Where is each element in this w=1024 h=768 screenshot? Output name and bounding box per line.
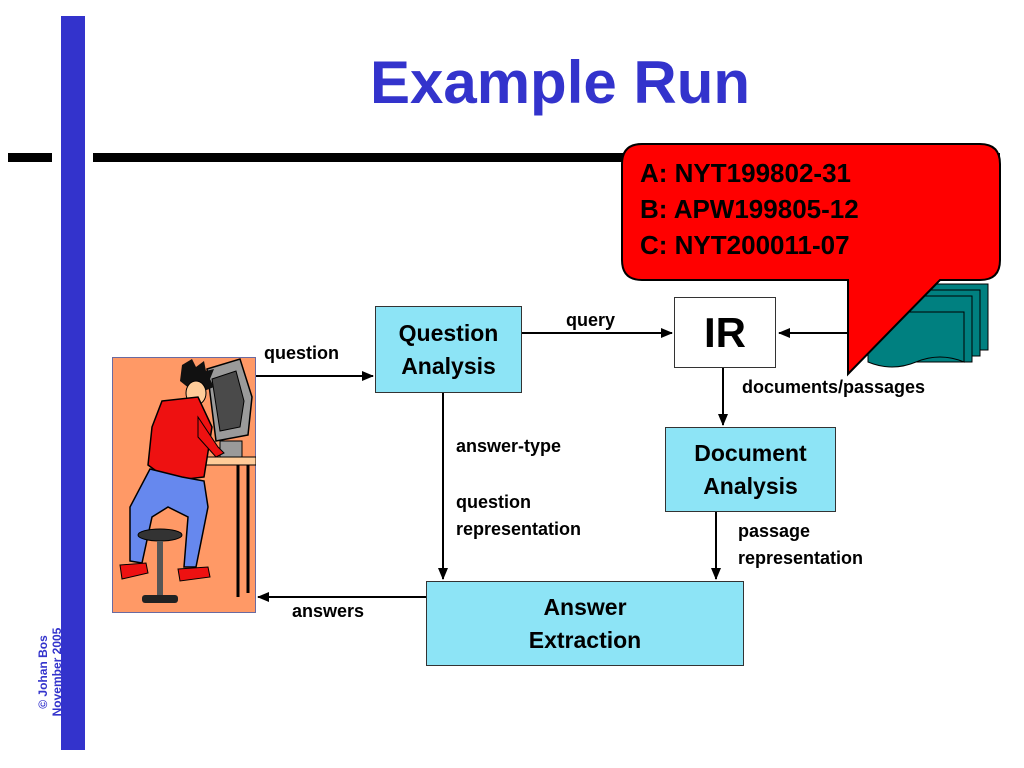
answer-extraction-line1: Answer (529, 591, 641, 624)
label-passage-representation-1: passage (738, 518, 810, 545)
label-passage-representation-2: representation (738, 545, 863, 572)
callout-line-c: C: NYT200011-07 (640, 227, 859, 263)
label-answer-type: answer-type (456, 433, 561, 460)
label-question: question (264, 340, 339, 367)
document-analysis-box: Document Analysis (665, 427, 836, 512)
ir-label: IR (704, 309, 746, 357)
label-documents-passages: documents/passages (742, 374, 925, 401)
label-question-representation-2: representation (456, 516, 581, 543)
label-answers: answers (292, 598, 364, 625)
ir-box: IR (674, 297, 776, 368)
document-analysis-line2: Analysis (694, 470, 806, 503)
answer-extraction-line2: Extraction (529, 624, 641, 657)
document-analysis-line1: Document (694, 437, 806, 470)
question-analysis-line1: Question (399, 317, 499, 350)
question-analysis-line2: Analysis (399, 350, 499, 383)
question-analysis-box: Question Analysis (375, 306, 522, 393)
callout-line-b: B: APW199805-12 (640, 191, 859, 227)
label-query: query (566, 307, 615, 334)
label-question-representation-1: question (456, 489, 531, 516)
person-at-computer-icon (112, 357, 256, 613)
callout-line-a: A: NYT199802-31 (640, 155, 859, 191)
callout-text: A: NYT199802-31 B: APW199805-12 C: NYT20… (640, 155, 859, 263)
answer-extraction-box: Answer Extraction (426, 581, 744, 666)
